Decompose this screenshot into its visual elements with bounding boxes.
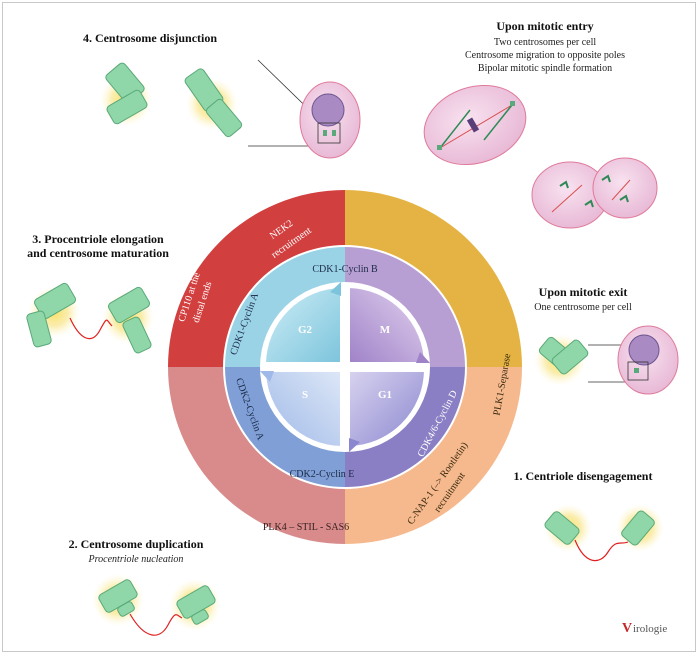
- inner-segment-violet: [345, 367, 465, 487]
- mitotic-entry-title: Upon mitotic entry: [496, 19, 593, 33]
- phase-s-label: S: [302, 389, 308, 401]
- linker-fiber: [129, 613, 183, 636]
- inner-ring: [225, 247, 465, 487]
- procentriole-icon: [191, 609, 209, 625]
- inner-segment-lilac: [345, 247, 465, 367]
- stage-3-heading-1: 3. Procentriole elongation: [32, 232, 164, 246]
- stage-3-heading-2: and centrosome maturation: [27, 246, 169, 260]
- centriole-icon: [544, 511, 580, 545]
- procentriole-elongation-illustration: [26, 282, 154, 354]
- logo-mark: V: [622, 621, 632, 636]
- arrow-m-icon: [416, 352, 430, 363]
- arrow-g1-icon: [349, 438, 360, 452]
- centriole-icon: [122, 316, 152, 354]
- arrow-s-icon: [260, 371, 274, 382]
- cdk1-cyclin-b-label: CDK1-Cyclin B: [312, 264, 378, 275]
- arrow-g2-icon: [330, 282, 341, 296]
- cdk2-cyclin-e-label: CDK2-Cyclin E: [290, 469, 355, 480]
- centriole-icon: [108, 286, 150, 324]
- phase-m-label: M: [380, 324, 391, 336]
- mitotic-exit-title: Upon mitotic exit: [539, 285, 628, 299]
- centriole-icon: [34, 282, 76, 320]
- mitotic-entry-line-2: Centrosome migration to opposite poles: [465, 50, 625, 61]
- phase-g1-shape: [348, 370, 427, 449]
- phase-g2-shape: [263, 285, 342, 364]
- logo-text: irologie: [633, 623, 667, 635]
- phase-m-shape: [348, 285, 427, 364]
- centriole-icon: [621, 510, 655, 546]
- phase-quadrants: G2 M S G1: [260, 282, 430, 452]
- stage-2-subtitle: Procentriole nucleation: [88, 554, 184, 565]
- plk4-label: PLK4 – STIL - SAS6: [263, 522, 349, 533]
- ring-segment-gold: [345, 190, 522, 367]
- mitotic-entry-illustration: [423, 84, 658, 229]
- procentriole-icon: [117, 601, 135, 617]
- mitotic-entry-line-3: Bipolar mitotic spindle formation: [478, 63, 612, 74]
- centrosome-duplication-illustration: [92, 574, 221, 636]
- centriole-icon: [205, 98, 243, 138]
- centriole-icon: [106, 89, 148, 125]
- ring-segment-rose: [168, 367, 345, 544]
- phase-g1-label: G1: [378, 389, 392, 401]
- linker-fiber: [574, 539, 629, 562]
- inner-segment-blue: [225, 367, 345, 487]
- ring-segment-peach: [345, 367, 522, 544]
- centriole-disengagement-illustration: [544, 504, 664, 562]
- mitotic-entry-line-1: Two centrosomes per cell: [494, 37, 597, 48]
- centrosome-disjunction-illustration: [100, 59, 361, 159]
- phase-s-shape: [263, 370, 342, 449]
- ring-segment-red: [168, 190, 345, 367]
- linker-fiber: [69, 317, 113, 340]
- mitotic-exit-line: One centrosome per cell: [534, 302, 632, 313]
- inner-segment-cyan: [225, 247, 345, 367]
- phase-g2-label: G2: [298, 324, 313, 336]
- stage-2-heading: 2. Centrosome duplication: [69, 537, 204, 551]
- mitotic-exit-illustration: [534, 325, 679, 395]
- nucleus-icon: [628, 334, 660, 366]
- stage-1-heading: 1. Centriole disengagement: [514, 469, 653, 483]
- stage-4-heading: 4. Centrosome disjunction: [83, 31, 217, 45]
- centriole-icon: [551, 339, 589, 375]
- virologie-logo: V irologie: [622, 621, 667, 636]
- outer-ring: [168, 190, 522, 544]
- centriole-icon: [26, 310, 52, 348]
- nucleus-icon: [311, 93, 345, 127]
